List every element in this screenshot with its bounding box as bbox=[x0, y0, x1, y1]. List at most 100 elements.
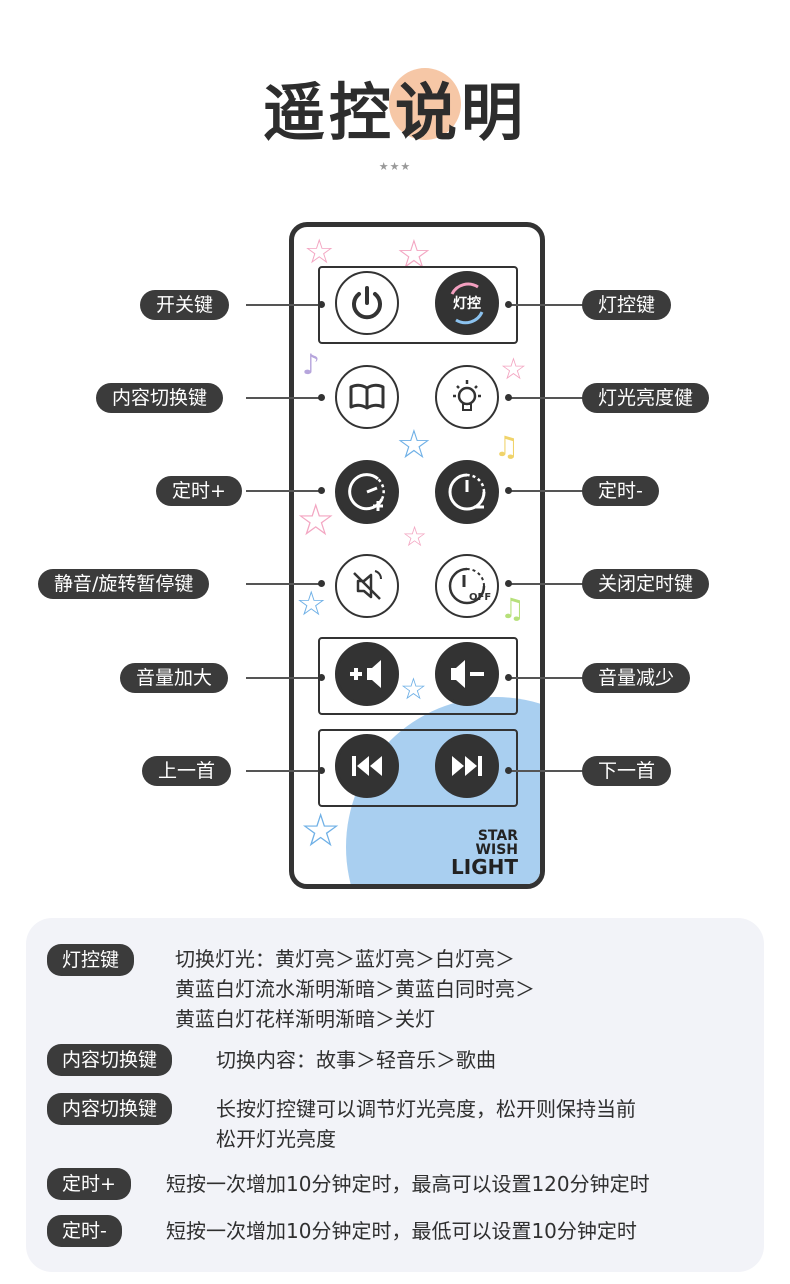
instruction-label: 灯控键 bbox=[47, 944, 135, 976]
callout-dot-light-control bbox=[505, 301, 512, 308]
mute-rotate-icon bbox=[353, 570, 382, 600]
callout-line-power bbox=[246, 304, 322, 306]
instruction-text: 切换内容：故事＞轻音乐＞歌曲 bbox=[216, 1045, 496, 1075]
callout-line-next bbox=[508, 770, 584, 772]
label-mute-pause: 静音/旋转暂停键 bbox=[38, 569, 210, 599]
power-button[interactable] bbox=[335, 271, 399, 335]
blue-star-icon: ☆ bbox=[396, 422, 432, 468]
volume-down-icon bbox=[451, 660, 484, 688]
instruction-text: 短按一次增加10分钟定时，最高可以设置120分钟定时 bbox=[166, 1169, 650, 1199]
callout-line-light-control bbox=[508, 304, 584, 306]
callout-line-timer-off bbox=[508, 583, 584, 585]
instruction-line: 切换灯光：黄灯亮＞蓝灯亮＞白灯亮＞ bbox=[175, 947, 515, 971]
callout-dot-content bbox=[318, 394, 325, 401]
blue-star-icon: ☆ bbox=[300, 803, 342, 857]
callout-line-volume-down bbox=[508, 677, 584, 679]
music-note-icon: ♫ bbox=[494, 430, 520, 463]
callout-line-timer-plus bbox=[246, 490, 322, 492]
instruction-line: 切换内容：故事＞轻音乐＞歌曲 bbox=[216, 1048, 496, 1072]
instruction-line: 长按灯控键可以调节灯光亮度，松开则保持当前 bbox=[216, 1097, 636, 1121]
title-highlight: 说 bbox=[388, 62, 461, 152]
label-next: 下一首 bbox=[582, 756, 672, 786]
next-track-button[interactable] bbox=[435, 734, 499, 798]
instruction-line: 黄蓝白灯流水渐明渐暗＞黄蓝白同时亮＞ bbox=[175, 977, 535, 1001]
instruction-text: 短按一次增加10分钟定时，最低可以设置10分钟定时 bbox=[166, 1216, 637, 1246]
label-timer-minus: 定时- bbox=[582, 476, 659, 506]
callout-dot-timer-off bbox=[505, 580, 512, 587]
instruction-label: 定时+ bbox=[47, 1168, 131, 1200]
music-note-icon: ♫ bbox=[500, 592, 526, 625]
instruction-label: 内容切换键 bbox=[47, 1093, 173, 1125]
brand-line1: STAR WISH bbox=[475, 828, 518, 858]
callout-dot-power bbox=[318, 301, 325, 308]
callout-dot-next bbox=[505, 767, 512, 774]
title-part2: 说 bbox=[394, 76, 461, 149]
callout-dot-volume-up bbox=[318, 674, 325, 681]
brand-logo: STAR WISH LIGHT bbox=[436, 829, 518, 877]
pink-star-icon: ☆ bbox=[402, 520, 428, 553]
label-prev: 上一首 bbox=[142, 756, 232, 786]
timer-off-icon bbox=[448, 567, 486, 605]
blue-star-icon: ☆ bbox=[296, 584, 327, 624]
callout-line-timer-minus bbox=[508, 490, 584, 492]
light-control-button[interactable]: 灯控 bbox=[435, 271, 499, 335]
callout-dot-timer-plus bbox=[318, 487, 325, 494]
label-light-control: 灯控键 bbox=[582, 290, 672, 320]
timer-off-button[interactable]: OFF bbox=[435, 554, 499, 618]
instruction-text: 长按灯控键可以调节灯光亮度，松开则保持当前 松开灯光亮度 bbox=[216, 1094, 636, 1154]
label-timer-plus: 定时+ bbox=[156, 476, 242, 506]
label-content-switch: 内容切换键 bbox=[96, 383, 224, 413]
instruction-label: 定时- bbox=[47, 1215, 122, 1247]
label-volume-down: 音量减少 bbox=[582, 663, 691, 693]
instruction-line: 黄蓝白灯花样渐明渐暗＞关灯 bbox=[175, 1007, 435, 1031]
bulb-icon bbox=[453, 380, 481, 411]
mute-pause-button[interactable] bbox=[335, 554, 399, 618]
previous-track-button[interactable] bbox=[335, 734, 399, 798]
callout-line-volume-up bbox=[246, 677, 322, 679]
volume-up-button[interactable] bbox=[335, 642, 399, 706]
callout-line-prev bbox=[246, 770, 322, 772]
off-text: OFF bbox=[469, 592, 492, 603]
pink-star-icon: ☆ bbox=[304, 232, 335, 272]
brand-line2: LIGHT bbox=[451, 855, 518, 879]
book-icon bbox=[349, 383, 385, 410]
timer-plus-icon bbox=[348, 473, 385, 511]
previous-track-icon bbox=[352, 756, 382, 776]
instruction-line: 短按一次增加10分钟定时，最低可以设置10分钟定时 bbox=[166, 1219, 637, 1243]
title-stars: ★★★ bbox=[378, 160, 412, 173]
title-part1: 遥控 bbox=[262, 76, 395, 149]
pink-star-icon: ☆ bbox=[296, 495, 336, 546]
label-volume-up: 音量加大 bbox=[120, 663, 229, 693]
volume-down-button[interactable] bbox=[435, 642, 499, 706]
brightness-button[interactable] bbox=[435, 365, 499, 429]
cycle-arrows-icon bbox=[450, 282, 484, 325]
volume-up-icon bbox=[350, 660, 381, 688]
light-control-text: 灯控 bbox=[453, 296, 481, 312]
callout-dot-mute bbox=[318, 580, 325, 587]
title-part3: 明 bbox=[461, 76, 528, 149]
instructions-panel: 灯控键 切换灯光：黄灯亮＞蓝灯亮＞白灯亮＞ 黄蓝白灯流水渐明渐暗＞黄蓝白同时亮＞… bbox=[26, 918, 764, 1272]
callout-dot-prev bbox=[318, 767, 325, 774]
page-title: 遥控说明 bbox=[0, 62, 790, 152]
instruction-line: 短按一次增加10分钟定时，最高可以设置120分钟定时 bbox=[166, 1172, 650, 1196]
instruction-line: 松开灯光亮度 bbox=[216, 1127, 336, 1151]
label-power: 开关键 bbox=[140, 290, 230, 320]
callout-dot-brightness bbox=[505, 394, 512, 401]
timer-minus-button[interactable] bbox=[435, 460, 499, 524]
pink-star-icon: ☆ bbox=[500, 352, 527, 387]
blue-star-icon: ☆ bbox=[400, 672, 427, 707]
instruction-text: 切换灯光：黄灯亮＞蓝灯亮＞白灯亮＞ 黄蓝白灯流水渐明渐暗＞黄蓝白同时亮＞ 黄蓝白… bbox=[175, 944, 535, 1034]
instruction-label: 内容切换键 bbox=[47, 1044, 173, 1076]
callout-line-content bbox=[246, 397, 322, 399]
next-track-icon bbox=[452, 756, 482, 776]
music-note-icon: ♪ bbox=[302, 348, 320, 381]
power-icon bbox=[352, 286, 382, 320]
timer-plus-button[interactable] bbox=[335, 460, 399, 524]
remote-control: ☆ ☆ ♪ ☆ ☆ ♫ ☆ ☆ ☆ ♫ ☆ ☆ 灯控 OFF bbox=[289, 222, 545, 889]
callout-dot-volume-down bbox=[505, 674, 512, 681]
timer-minus-icon bbox=[448, 473, 486, 511]
callout-line-brightness bbox=[508, 397, 584, 399]
content-switch-button[interactable] bbox=[335, 365, 399, 429]
shooting-star-icon: ☆ bbox=[396, 232, 432, 278]
label-brightness: 灯光亮度健 bbox=[582, 383, 710, 413]
